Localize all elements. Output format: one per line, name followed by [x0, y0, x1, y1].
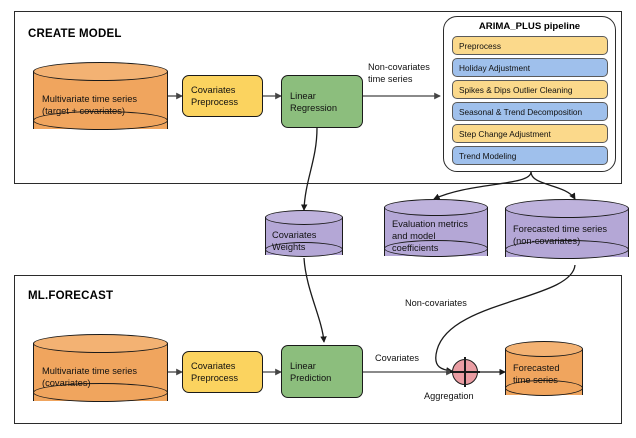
section-ml-forecast: [14, 275, 622, 424]
pipeline-step-trend-modeling[interactable]: Trend Modeling: [452, 146, 608, 165]
cylinder-top: [384, 199, 488, 216]
cylinder-top: [33, 334, 168, 353]
section-create-model: [14, 11, 622, 184]
cylinder-bottom: [265, 242, 343, 257]
pipeline-step-spikes-dips-outlier-cleaning[interactable]: Spikes & Dips Outlier Cleaning: [452, 80, 608, 99]
cylinder-bottom: [33, 383, 168, 402]
cylinder-covariates-weights: Covariates Weights: [265, 210, 343, 262]
box-linear-regression[interactable]: Linear Regression: [281, 75, 363, 128]
pipeline-title: ARIMA_PLUS pipeline: [478, 21, 581, 32]
cylinder-label: Forecasted time series: [513, 363, 560, 385]
cylinder-bottom: [33, 111, 168, 130]
cylinder-evaluation-metrics: Evaluation metrics and model coefficient…: [384, 199, 488, 266]
cylinder-label: Evaluation metrics and model coefficient…: [392, 219, 468, 253]
cylinder-label: Multivariate time series (covariates): [42, 366, 138, 388]
cylinder-top: [33, 62, 168, 81]
cylinder-bottom: [505, 380, 583, 396]
box-ml-forecast-covariates-preprocess[interactable]: Covariates Preprocess: [182, 351, 263, 393]
section-create-model-title: CREATE MODEL: [28, 28, 122, 40]
edge-label-non-covariates: Non-covariates: [405, 298, 467, 308]
box-create-model-covariates-preprocess[interactable]: Covariates Preprocess: [182, 75, 263, 117]
cylinder-top: [505, 341, 583, 357]
cylinder-label: Multivariate time series (target + covar…: [42, 94, 138, 116]
cylinder-label: Forecasted time series (non-covariates): [513, 224, 608, 246]
cylinder-ml-forecast-source: Multivariate time series (covariates): [33, 334, 168, 410]
cylinder-top: [505, 199, 629, 218]
cylinder-bottom: [505, 240, 629, 259]
aggregation-cross-horizontal: [450, 371, 480, 373]
pipeline-step-step-change-adjustment[interactable]: Step Change Adjustment: [452, 124, 608, 143]
edge-label-non-covariates-time-series: Non-covariates time series: [368, 62, 430, 84]
edge-label-covariates: Covariates: [375, 353, 419, 363]
cylinder-label: Covariates Weights: [272, 230, 317, 252]
cylinder-create-model-source: Multivariate time series (target + covar…: [33, 62, 168, 138]
section-ml-forecast-title: ML.FORECAST: [28, 290, 114, 302]
cylinder-top: [265, 210, 343, 225]
cylinder-bottom: [384, 240, 488, 257]
pipeline-step-preprocess[interactable]: Preprocess: [452, 36, 608, 55]
box-linear-prediction[interactable]: Linear Prediction: [281, 345, 363, 398]
cylinder-forecasted-non-covariates: Forecasted time series (non-covariates): [505, 199, 629, 266]
cylinder-forecasted-time-series-output: Forecasted time series: [505, 341, 583, 403]
pipeline-step-holiday-adjustment[interactable]: Holiday Adjustment: [452, 58, 608, 77]
label-aggregation: Aggregation: [424, 391, 474, 401]
pipeline-step-seasonal-trend-decomposition[interactable]: Seasonal & Trend Decomposition: [452, 102, 608, 121]
